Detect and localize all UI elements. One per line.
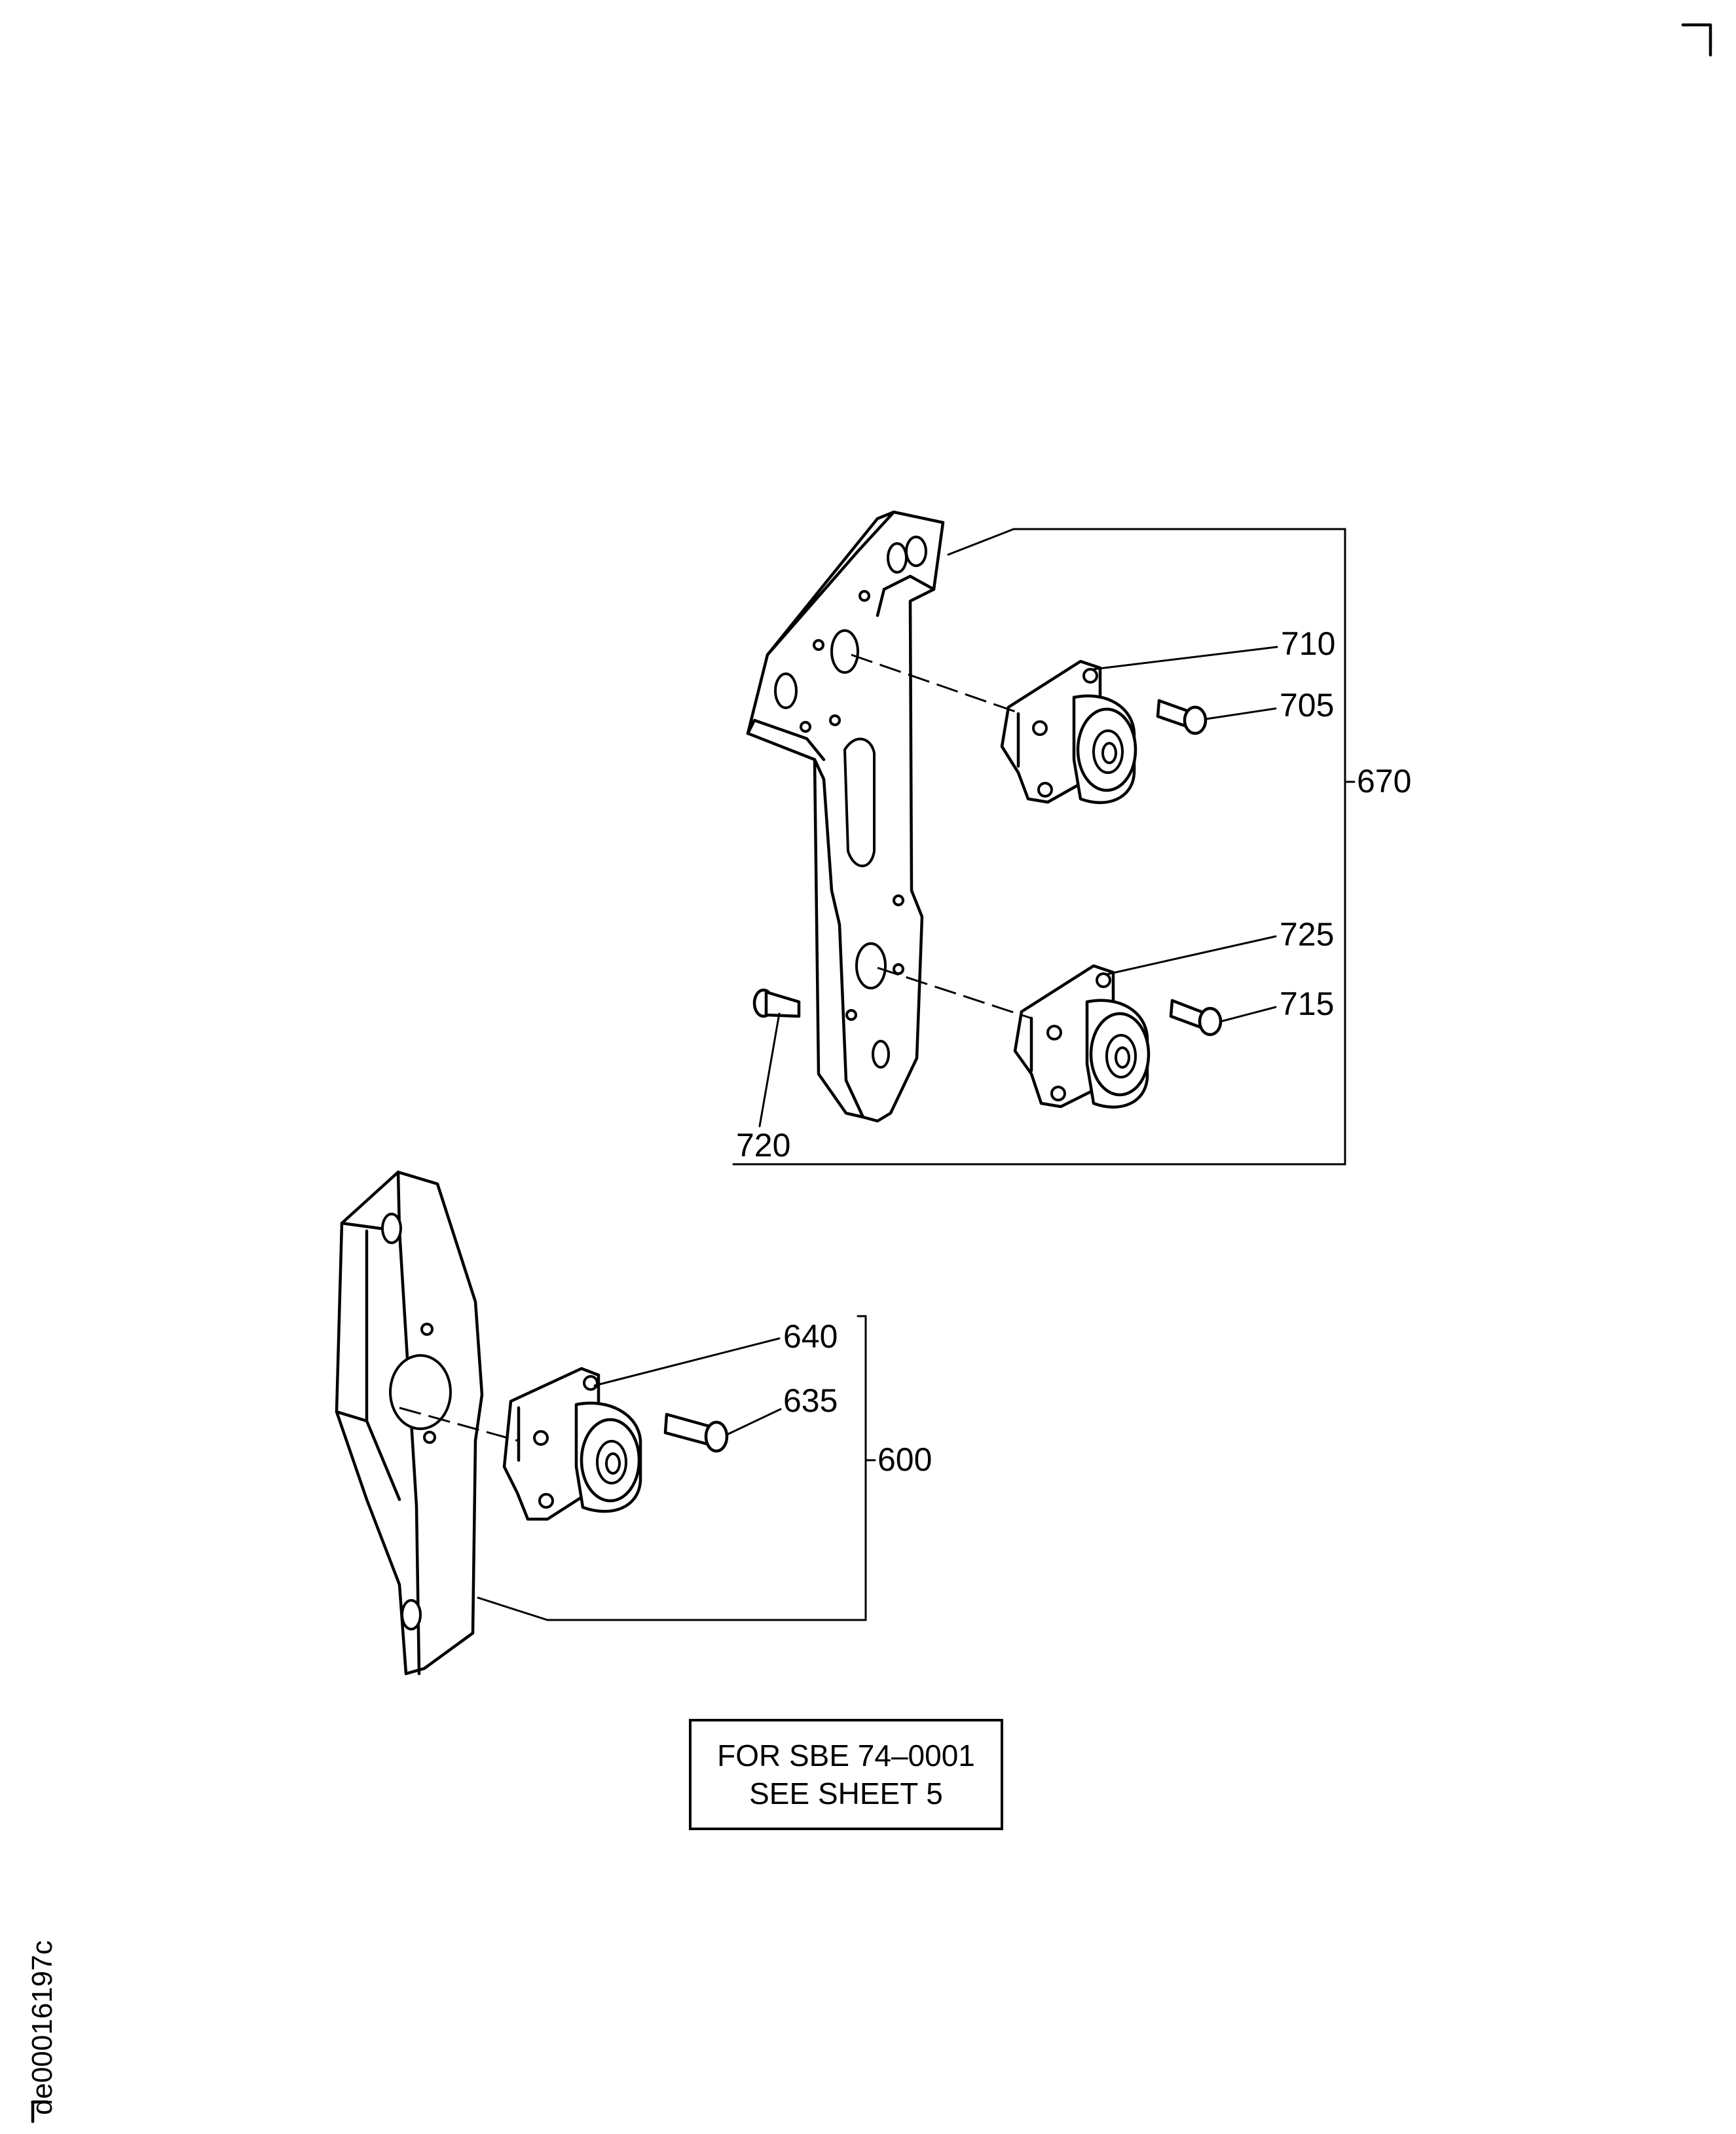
leader-705 [1205, 707, 1277, 720]
bracket-670 [732, 528, 1346, 1166]
callout-715: 715 [1280, 985, 1334, 1022]
bolt-720 [752, 988, 801, 1018]
leader-725 [1105, 935, 1277, 976]
bolt-715 [1169, 999, 1223, 1037]
drawing-id: de00016197c [26, 1940, 58, 2115]
callout-670: 670 [1357, 763, 1411, 800]
bolt-705 [1156, 699, 1208, 735]
callout-720: 720 [736, 1127, 790, 1164]
lower-isolator-mount-640 [502, 1367, 642, 1521]
lower-isolator-mount [1013, 964, 1151, 1109]
callout-640: 640 [783, 1318, 838, 1355]
leader-715 [1219, 1006, 1277, 1023]
bracket-600 [477, 1315, 867, 1621]
corner-crop-mark [1681, 23, 1712, 57]
sheet-reference-note: FOR SBE 74–0001 SEE SHEET 5 [689, 1719, 1003, 1830]
callout-635: 635 [783, 1382, 838, 1419]
callout-600: 600 [877, 1441, 932, 1478]
callout-705: 705 [1280, 687, 1334, 724]
centerline-upper-2 [877, 966, 1032, 1020]
lower-mounting-plate [335, 1170, 484, 1676]
callout-710: 710 [1281, 625, 1335, 662]
note-line-1: FOR SBE 74–0001 [717, 1738, 975, 1773]
bolt-635 [663, 1412, 729, 1453]
id-corner-mark [31, 2100, 49, 2124]
centerline-lower [399, 1407, 518, 1442]
upper-isolator-mount [1000, 659, 1137, 804]
leader-635 [727, 1408, 782, 1435]
leader-720 [758, 1012, 781, 1128]
leader-710 [1092, 646, 1278, 671]
upper-mounting-bracket [746, 510, 945, 1123]
note-line-2: SEE SHEET 5 [749, 1776, 943, 1811]
callout-725: 725 [1280, 916, 1334, 953]
leader-640 [593, 1337, 781, 1387]
